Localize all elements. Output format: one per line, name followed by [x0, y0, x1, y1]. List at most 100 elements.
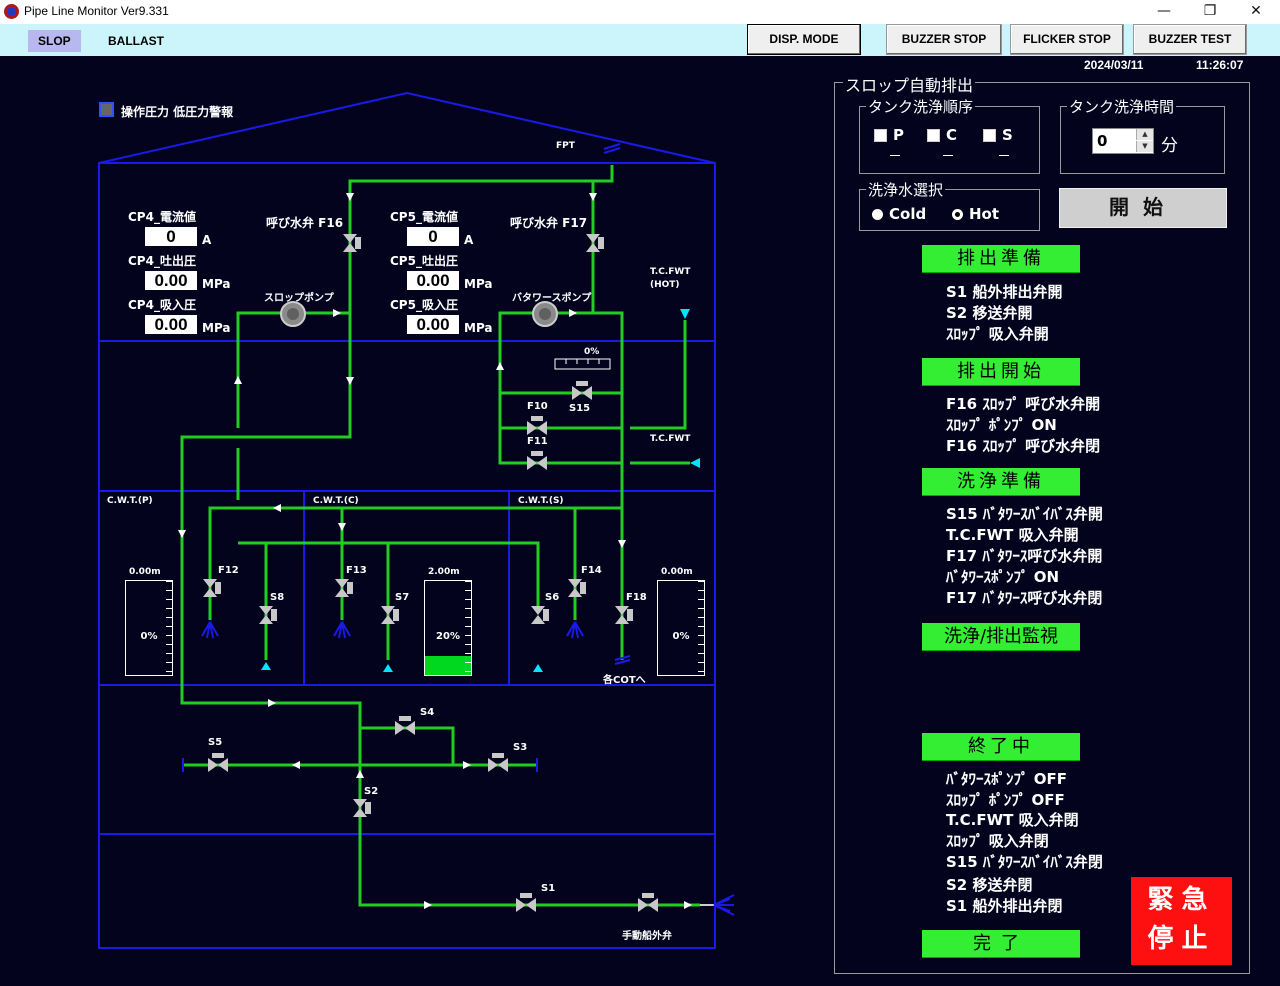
- step-line: S2 移送弁閉: [946, 876, 1033, 894]
- tab-ballast[interactable]: BALLAST: [108, 34, 164, 48]
- step-line: F16 ｽﾛｯﾌﾟ 呼び水弁閉: [946, 437, 1101, 455]
- tank-s-name: C.W.T.(S): [518, 496, 564, 506]
- disp-mode-button[interactable]: DISP. MODE: [747, 24, 861, 55]
- slop-auto-discharge-panel: [834, 82, 1250, 974]
- step-line: S1 船外排出弁閉: [946, 897, 1063, 915]
- step-line: T.C.FWT 吸入弁閉: [946, 811, 1079, 829]
- step-line: F16 ｽﾛｯﾌﾟ 呼び水弁開: [946, 395, 1101, 413]
- s15-percent: 0%: [584, 347, 600, 357]
- window-title: Pipe Line Monitor Ver9.331: [24, 4, 169, 18]
- step-discharge-prep: 排出準備: [922, 245, 1080, 273]
- to-cot-label: 各COTへ: [603, 675, 646, 686]
- cp4-current-unit: A: [202, 233, 212, 247]
- f16-label: 呼び水弁 F16: [266, 216, 344, 230]
- pipeline-diagram: [98, 91, 735, 949]
- f14-label: F14: [581, 565, 602, 576]
- cp4-discharge-unit: MPa: [202, 277, 231, 291]
- wash-time-spinner[interactable]: 0 ▲ ▼: [1092, 128, 1154, 154]
- order-p-checkbox[interactable]: [874, 129, 887, 142]
- app-icon: [4, 4, 19, 19]
- pipe-network: [180, 165, 700, 907]
- cp5-discharge-label: CP5_吐出圧: [390, 254, 458, 268]
- manual-overboard-valve-label: 手動船外弁: [622, 931, 672, 942]
- buzzer-test-button[interactable]: BUZZER TEST: [1133, 24, 1247, 55]
- order-s-label: S: [1002, 126, 1013, 144]
- flicker-stop-button[interactable]: FLICKER STOP: [1010, 24, 1124, 55]
- pump-icons: [280, 301, 558, 327]
- wash-order-title: タンク洗浄順序: [866, 96, 976, 117]
- s5-label: S5: [208, 737, 223, 748]
- ship-frame: [98, 91, 716, 949]
- spin-up-icon[interactable]: ▲: [1136, 129, 1153, 140]
- f13-label: F13: [346, 565, 367, 576]
- step-line: S15 ﾊﾞﾀﾜｰｽﾊﾞｲﾊﾞｽ弁開: [946, 505, 1103, 523]
- water-hot-label: Hot: [969, 205, 1000, 223]
- step-line: ｽﾛｯﾌﾟ 吸入弁閉: [946, 832, 1049, 850]
- cp4-suction-label: CP4_吸入圧: [128, 298, 196, 312]
- wash-time-unit: 分: [1161, 136, 1178, 156]
- tab-slop[interactable]: SLOP: [28, 30, 81, 52]
- tc-fwt-label: T.C.FWT: [650, 434, 691, 444]
- butterworth-pump-label: バタワースポンプ: [512, 293, 592, 304]
- wash-water-group: [859, 189, 1040, 231]
- buzzer-stop-button[interactable]: BUZZER STOP: [886, 24, 1002, 55]
- s1-label: S1: [541, 883, 556, 894]
- step-discharge-start: 排出開始: [922, 358, 1080, 386]
- tank-c-level: 2.00m: [428, 567, 460, 577]
- water-cold-label: Cold: [889, 205, 927, 223]
- spin-down-icon[interactable]: ▼: [1136, 141, 1153, 152]
- minimize-button[interactable]: —: [1157, 3, 1171, 19]
- cp4-suction-unit: MPa: [202, 321, 231, 335]
- step-line: ﾊﾞﾀﾜｰｽﾎﾟﾝﾌﾟ ON: [946, 568, 1060, 586]
- cp5-current-value: 0: [407, 227, 459, 246]
- restore-button[interactable]: ❐: [1203, 3, 1217, 19]
- water-hot-radio[interactable]: [952, 209, 963, 220]
- tank-s-gauge: 0%: [657, 580, 705, 676]
- order-p-label: P: [893, 126, 904, 144]
- f11-label: F11: [527, 436, 548, 447]
- step-line: S15 ﾊﾞﾀﾜｰｽﾊﾞｲﾊﾞｽ弁閉: [946, 853, 1103, 871]
- step-wash-monitor: 洗浄/排出監視: [922, 623, 1080, 651]
- step-line: F17 ﾊﾞﾀﾜｰｽ呼び水弁開: [946, 547, 1103, 565]
- s2-label: S2: [364, 786, 379, 797]
- s3-label: S3: [513, 742, 528, 753]
- step-line: T.C.FWT 吸入弁開: [946, 526, 1079, 544]
- tank-c-fill: [425, 656, 471, 675]
- order-c-label: C: [946, 126, 958, 144]
- water-cold-radio[interactable]: [872, 209, 883, 220]
- start-button[interactable]: 開始: [1059, 188, 1227, 228]
- cp5-suction-unit: MPa: [464, 321, 493, 335]
- order-s-checkbox[interactable]: [983, 129, 996, 142]
- tank-c-percent: 20%: [436, 631, 460, 642]
- time-display: 11:26:07: [1196, 58, 1244, 72]
- step-line: S2 移送弁開: [946, 304, 1033, 322]
- s7-label: S7: [395, 592, 410, 603]
- wash-time-value: 0: [1097, 132, 1108, 150]
- tank-c-gauge: 20%: [424, 580, 472, 676]
- s15-label: S15: [569, 403, 591, 414]
- step-line: S1 船外排出弁開: [946, 283, 1063, 301]
- f10-label: F10: [527, 401, 548, 412]
- tank-s-percent: 0%: [672, 631, 690, 642]
- order-c-checkbox[interactable]: [927, 129, 940, 142]
- s8-label: S8: [270, 592, 285, 603]
- tank-p-level: 0.00m: [129, 567, 161, 577]
- cp5-current-unit: A: [464, 233, 474, 247]
- step-wash-prep: 洗浄準備: [922, 468, 1080, 496]
- tank-s-level: 0.00m: [661, 567, 693, 577]
- step-line: ﾊﾞﾀﾜｰｽﾎﾟﾝﾌﾟ OFF: [946, 770, 1067, 788]
- step-line: ｽﾛｯﾌﾟ ﾎﾟﾝﾌﾟ OFF: [946, 791, 1065, 809]
- f17-label: 呼び水弁 F17: [510, 216, 588, 230]
- cp5-current-label: CP5_電流値: [390, 210, 458, 224]
- cp5-discharge-value: 0.00: [407, 271, 459, 290]
- tank-p-name: C.W.T.(P): [107, 496, 153, 506]
- s4-label: S4: [420, 707, 435, 718]
- cp4-current-value: 0: [145, 227, 197, 246]
- low-pressure-alarm-lamp: [99, 102, 114, 117]
- cp5-suction-value: 0.00: [407, 315, 459, 334]
- close-button[interactable]: ✕: [1250, 3, 1262, 19]
- wash-time-title: タンク洗浄時間: [1067, 96, 1177, 117]
- step-line: F17 ﾊﾞﾀﾜｰｽ呼び水弁閉: [946, 589, 1103, 607]
- emergency-stop-button[interactable]: 緊急 停止: [1131, 877, 1232, 965]
- tc-fwt-hot-label: T.C.FWT (HOT): [650, 267, 691, 290]
